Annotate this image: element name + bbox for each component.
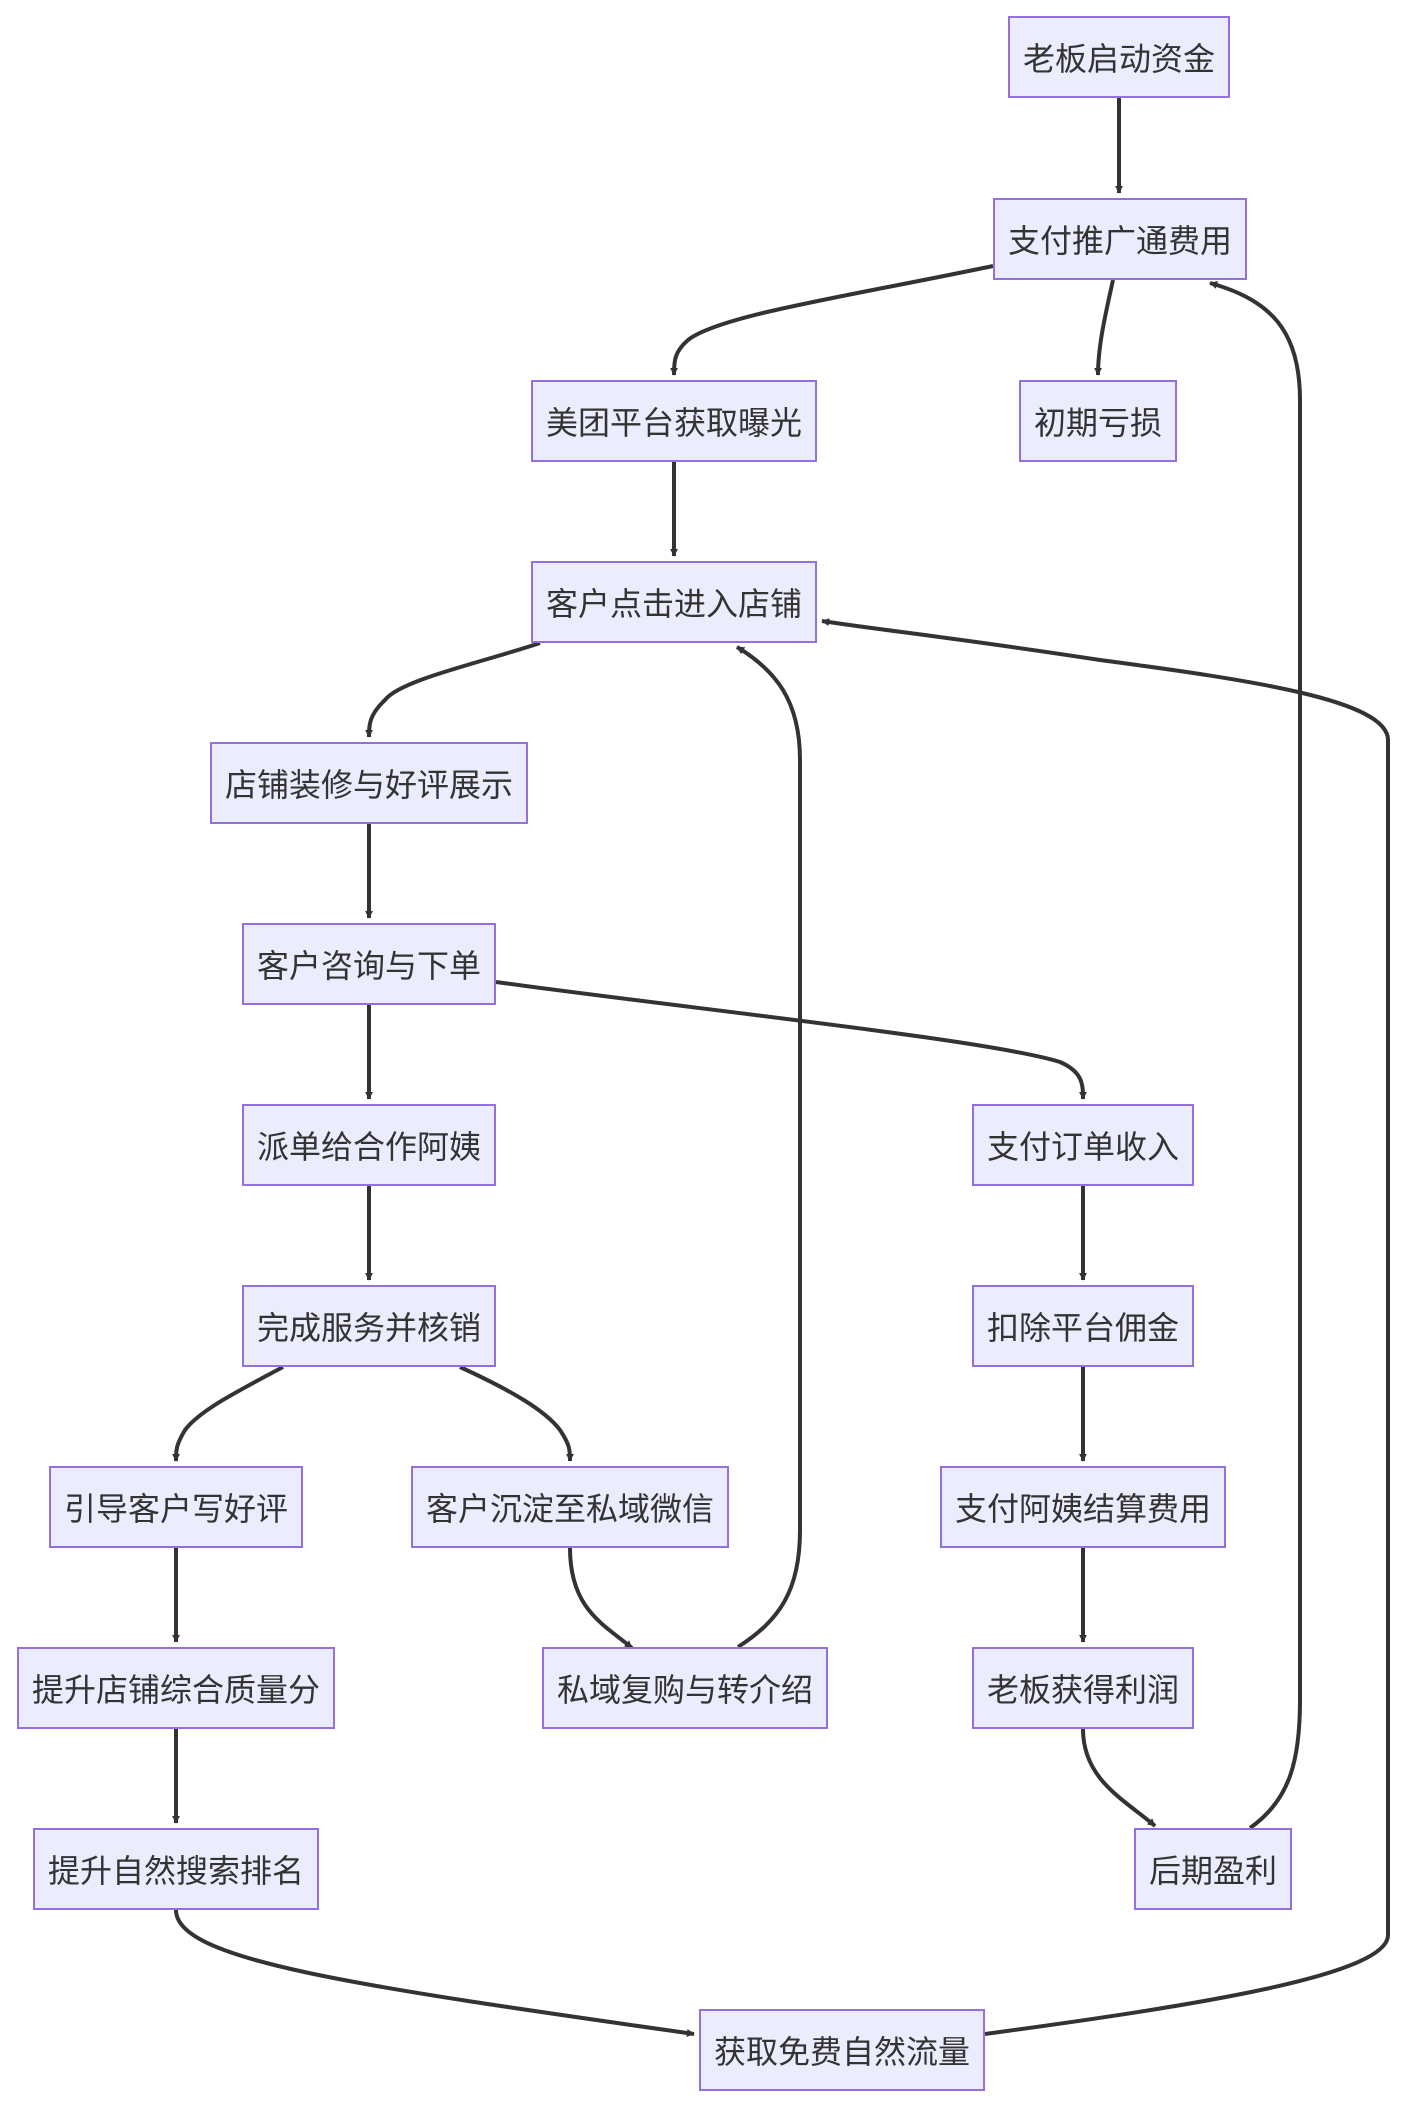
edge-finish-service-to-guide-review (172, 1365, 284, 1462)
node-finish-service: 完成服务并核销 (242, 1285, 496, 1367)
node-pay-promotion: 支付推广通费用 (993, 198, 1247, 280)
node-repurchase-referral: 私域复购与转介绍 (542, 1647, 828, 1729)
node-dispatch-aunt: 派单给合作阿姨 (242, 1104, 496, 1186)
node-pay-order-income: 支付订单收入 (972, 1104, 1194, 1186)
node-click-store: 客户点击进入店铺 (531, 561, 817, 643)
edge-pay-promotion-to-meituan-exposure (670, 264, 994, 376)
node-boss-profit: 老板获得利润 (972, 1647, 1194, 1729)
edge-pay-promotion-to-initial-loss (1094, 279, 1115, 376)
node-pay-aunt-fee: 支付阿姨结算费用 (940, 1466, 1226, 1548)
edge-later-profit-to-pay-promotion (1209, 281, 1302, 1830)
node-decor-reviews: 店铺装修与好评展示 (210, 742, 528, 824)
node-start-funds: 老板启动资金 (1008, 16, 1230, 98)
node-consult-order: 客户咨询与下单 (242, 923, 496, 1005)
edge-boss-profit-to-later-profit (1081, 1728, 1157, 1828)
node-meituan-exposure: 美团平台获取曝光 (531, 380, 817, 462)
node-private-wechat: 客户沉淀至私域微信 (411, 1466, 729, 1548)
node-deduct-commission: 扣除平台佣金 (972, 1285, 1194, 1367)
edge-free-traffic-to-click-store (821, 618, 1390, 2036)
node-improve-ranking: 提升自然搜索排名 (33, 1828, 319, 1910)
edge-repurchase-referral-to-click-store (735, 645, 802, 1649)
node-improve-quality: 提升店铺综合质量分 (17, 1647, 335, 1729)
node-free-traffic: 获取免费自然流量 (699, 2009, 985, 2091)
node-initial-loss: 初期亏损 (1019, 380, 1177, 462)
edge-improve-ranking-to-free-traffic (174, 1909, 695, 2037)
edge-click-store-to-decor-reviews (365, 641, 541, 738)
edge-finish-service-to-private-wechat (459, 1365, 574, 1462)
edge-private-wechat-to-repurchase-referral (568, 1547, 634, 1650)
node-guide-review: 引导客户写好评 (49, 1466, 303, 1548)
node-later-profit: 后期盈利 (1134, 1828, 1292, 1910)
edge-consult-order-to-pay-order-income (495, 980, 1087, 1100)
